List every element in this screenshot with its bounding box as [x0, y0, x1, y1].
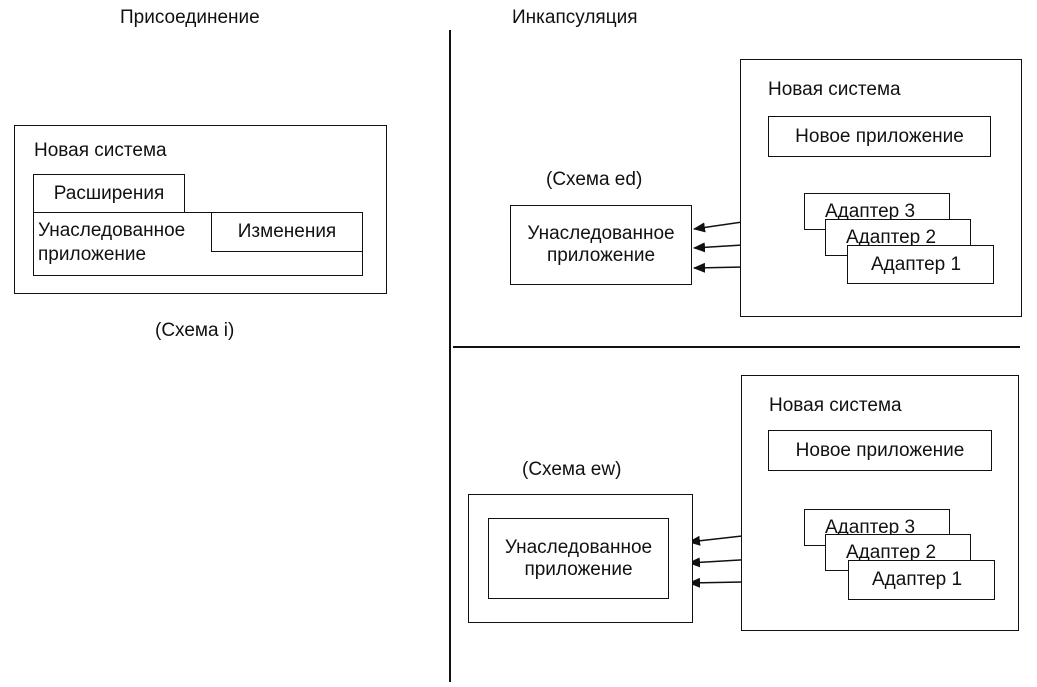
vertical-divider — [449, 30, 451, 682]
top-adapter-2-label: Адаптер 2 — [846, 227, 937, 248]
top-adapter-1: Адаптер 1 — [847, 245, 994, 284]
legacy-app-line2: приложение — [38, 244, 147, 265]
bottom-new-app-box: Новое приложение — [768, 430, 992, 471]
bottom-legacy-app-box: Унаследованное приложение — [488, 518, 669, 599]
legacy-app-line1: Унаследованное — [38, 220, 186, 241]
extensions-box: Расширения — [33, 174, 185, 213]
top-legacy-line2: приложение — [546, 245, 656, 266]
right-heading: Инкапсуляция — [512, 7, 638, 28]
bottom-adapter-1: Адаптер 1 — [848, 560, 995, 600]
top-adapter-1-label: Адаптер 1 — [871, 254, 962, 275]
changes-label: Изменения — [237, 221, 337, 242]
extensions-label: Расширения — [53, 182, 165, 204]
caption-ed: (Схема ed) — [546, 169, 643, 190]
horizontal-divider — [453, 346, 1020, 348]
top-legacy-line1: Унаследованное — [527, 223, 675, 244]
bottom-new-app-label: Новое приложение — [795, 439, 965, 461]
bottom-adapter-2-label: Адаптер 2 — [846, 542, 937, 563]
bottom-legacy-line2: приложение — [524, 558, 633, 580]
left-system-label: Новая система — [34, 140, 167, 161]
top-adapter-3-label: Адаптер 3 — [825, 201, 916, 222]
bottom-adapter-3-label: Адаптер 3 — [825, 517, 916, 538]
bottom-adapter-1-label: Адаптер 1 — [872, 569, 963, 590]
top-legacy-app-box: Унаследованное приложение — [510, 205, 692, 285]
caption-ew: (Схема ew) — [522, 459, 622, 480]
top-new-app-label: Новое приложение — [795, 125, 964, 147]
top-system-label: Новая система — [768, 79, 901, 100]
left-heading: Присоединение — [120, 7, 260, 28]
left-caption: (Схема i) — [155, 320, 235, 341]
top-new-app-box: Новое приложение — [768, 116, 991, 157]
bottom-legacy-line1: Унаследованное — [504, 536, 653, 558]
bottom-system-label: Новая система — [769, 395, 902, 416]
changes-box: Изменения — [211, 212, 363, 252]
